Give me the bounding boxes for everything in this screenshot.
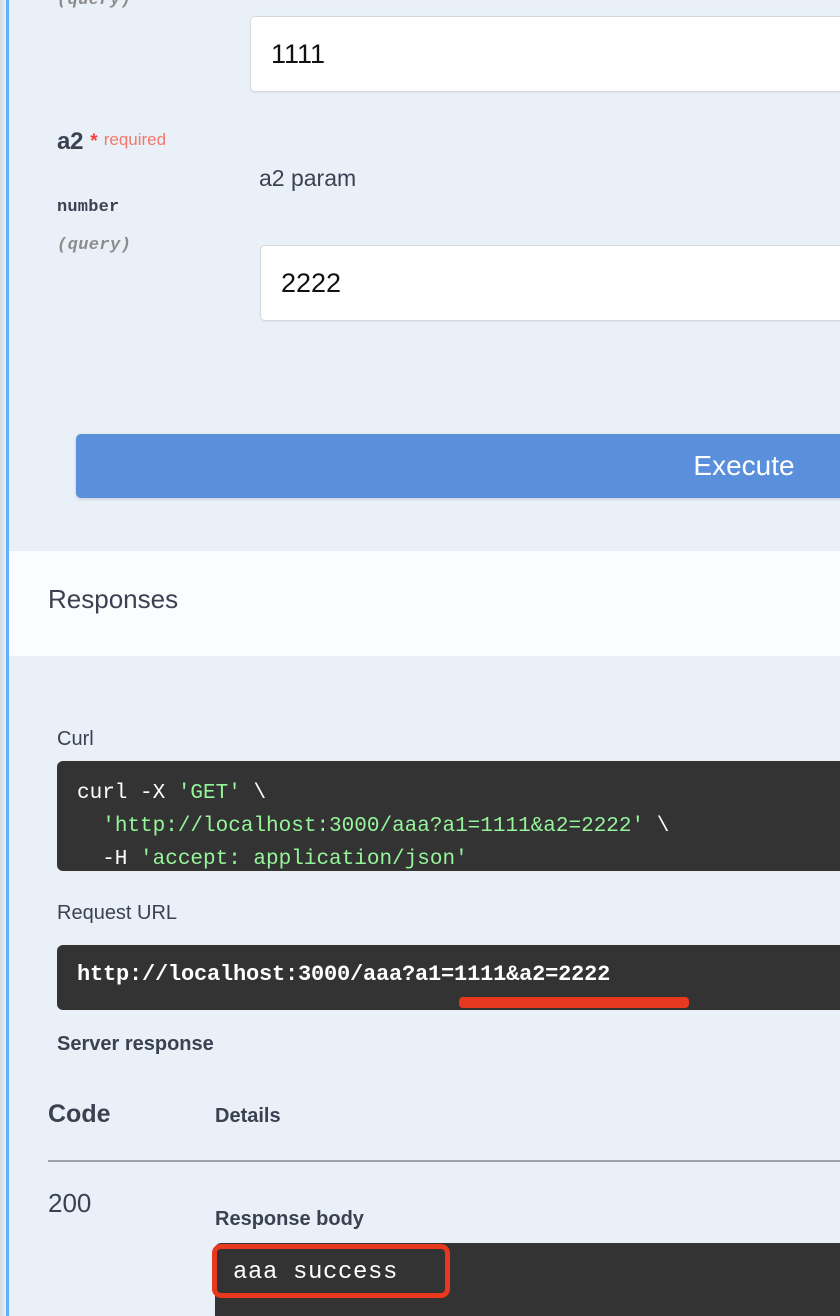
response-body-label: Response body [215, 1208, 364, 1230]
table-row-status-code: 200 [48, 1188, 92, 1218]
table-divider [48, 1160, 840, 1162]
responses-body: Curl curl -X 'GET' \ 'http://localhost:3… [9, 656, 840, 1316]
curl-code-block[interactable]: curl -X 'GET' \ 'http://localhost:3000/a… [57, 761, 840, 871]
operation-block-shadow [0, 0, 6, 1316]
param-a1-in-label: (query) [57, 0, 132, 10]
parameters-panel: (query) a2 * required number (query) a2 pa… [9, 0, 840, 550]
param-a2-value-input[interactable] [260, 245, 840, 321]
param-a2-in-label: (query) [57, 236, 132, 255]
param-a2-name: a2 [57, 128, 84, 155]
param-a1-value-input[interactable] [250, 16, 840, 92]
param-a2-description: a2 param [259, 165, 357, 191]
request-url-label: Request URL [57, 902, 178, 924]
param-a2-type: number [57, 198, 120, 217]
server-response-label: Server response [57, 1033, 214, 1055]
response-body-block[interactable]: aaa success @稀土掘金技术社区 [215, 1243, 840, 1316]
request-url-block[interactable]: http://localhost:3000/aaa?a1=1111&a2=222… [57, 945, 840, 1010]
responses-title: Responses [48, 584, 179, 614]
param-a2-required-label: required [103, 130, 167, 149]
response-body-text: aaa success [233, 1259, 399, 1286]
execute-button[interactable] [76, 434, 840, 498]
table-header-details: Details [215, 1105, 281, 1127]
operation-accent-rail [6, 0, 9, 1316]
table-header-code: Code [48, 1100, 111, 1128]
curl-label: Curl [57, 728, 94, 750]
responses-header-band: Responses [9, 551, 840, 656]
param-a2-required-star: * [90, 131, 98, 152]
annotation-underline-bar [459, 997, 689, 1008]
request-url-text: http://localhost:3000/aaa?a1=1111&a2=222… [77, 962, 611, 987]
curl-command-text: curl -X 'GET' \ 'http://localhost:3000/a… [77, 782, 670, 871]
param-a2-name-row: a2 * required [57, 128, 166, 156]
execute-button-wrap: Execute [76, 434, 840, 498]
